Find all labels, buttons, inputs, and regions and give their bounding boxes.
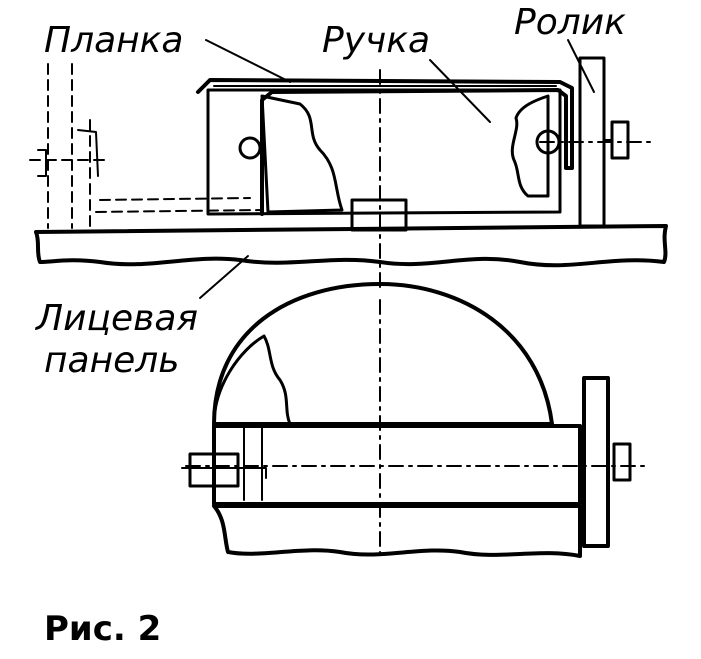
handle-leader (429, 59, 491, 123)
left-tab (188, 452, 240, 488)
label-panel-line1: Лицевая (34, 298, 198, 339)
roller-leader (567, 39, 595, 93)
handle-hatch-left (260, 94, 344, 214)
panel-leader (199, 255, 249, 299)
label-bar: Планка (44, 20, 183, 61)
plan-view (181, 282, 651, 558)
plan-roller-nut (612, 442, 632, 482)
label-handle: Ручка (322, 20, 430, 61)
handle-dome (212, 282, 554, 426)
dome-hatch (212, 334, 292, 426)
label-roller: Ролик (514, 2, 626, 43)
label-panel-line2: панель (44, 340, 180, 381)
figure-caption: Рис. 2 (44, 609, 161, 649)
bar-strip (196, 78, 574, 216)
front-panel-top (34, 224, 668, 268)
bar-leader (205, 39, 291, 83)
roller-nut (610, 120, 630, 160)
plan-roller (582, 376, 610, 548)
screw-left (238, 136, 262, 160)
handle-hatch-right (510, 94, 550, 198)
left-hidden-parts (29, 63, 263, 229)
side-section-view (29, 39, 668, 299)
plan-panel-lower (212, 504, 582, 558)
